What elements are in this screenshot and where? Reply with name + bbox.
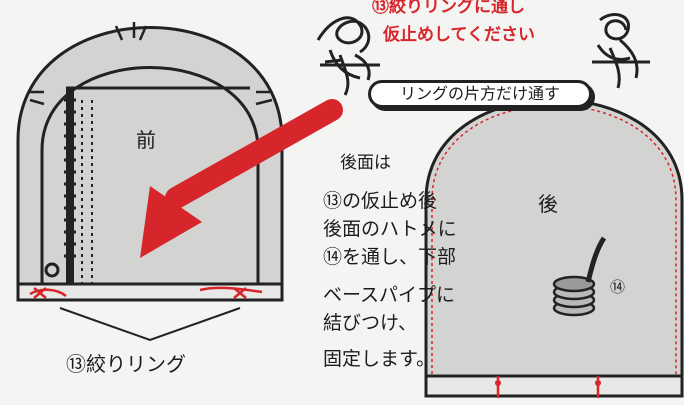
ring-notice-line-1: ⑬絞りリングに通し xyxy=(372,0,525,17)
instruction-line-6: 固定します。 xyxy=(323,348,436,370)
coiled-cord-icon xyxy=(552,236,607,317)
front-label: 前 xyxy=(136,128,156,152)
back-heading: 後面は xyxy=(340,153,391,173)
back-cover xyxy=(424,98,684,398)
instruction-line-4: ベースパイプに xyxy=(323,284,456,306)
ring-notice-line-2: 仮止めしてください xyxy=(383,25,535,45)
instruction-line-1: ⑬の仮止め後 xyxy=(323,190,438,212)
instruction-line-5: 結びつけ、 xyxy=(323,312,418,334)
knot-illustration-right xyxy=(592,13,650,89)
instruction-line-3: ⑭を通し、下部 xyxy=(323,246,457,268)
ring-bracket xyxy=(59,307,241,342)
back-label: 後 xyxy=(538,192,558,216)
knot-illustration-left xyxy=(316,16,380,96)
part-14-marker: ⑭ xyxy=(610,278,626,296)
front-cover xyxy=(16,22,284,302)
ring-label: ⑬絞りリング xyxy=(66,352,186,376)
red-arrow xyxy=(140,99,343,258)
instruction-line-2: 後面のハトメに xyxy=(323,218,457,240)
ring-instruction-pill: リングの片方だけ通す xyxy=(368,80,592,108)
